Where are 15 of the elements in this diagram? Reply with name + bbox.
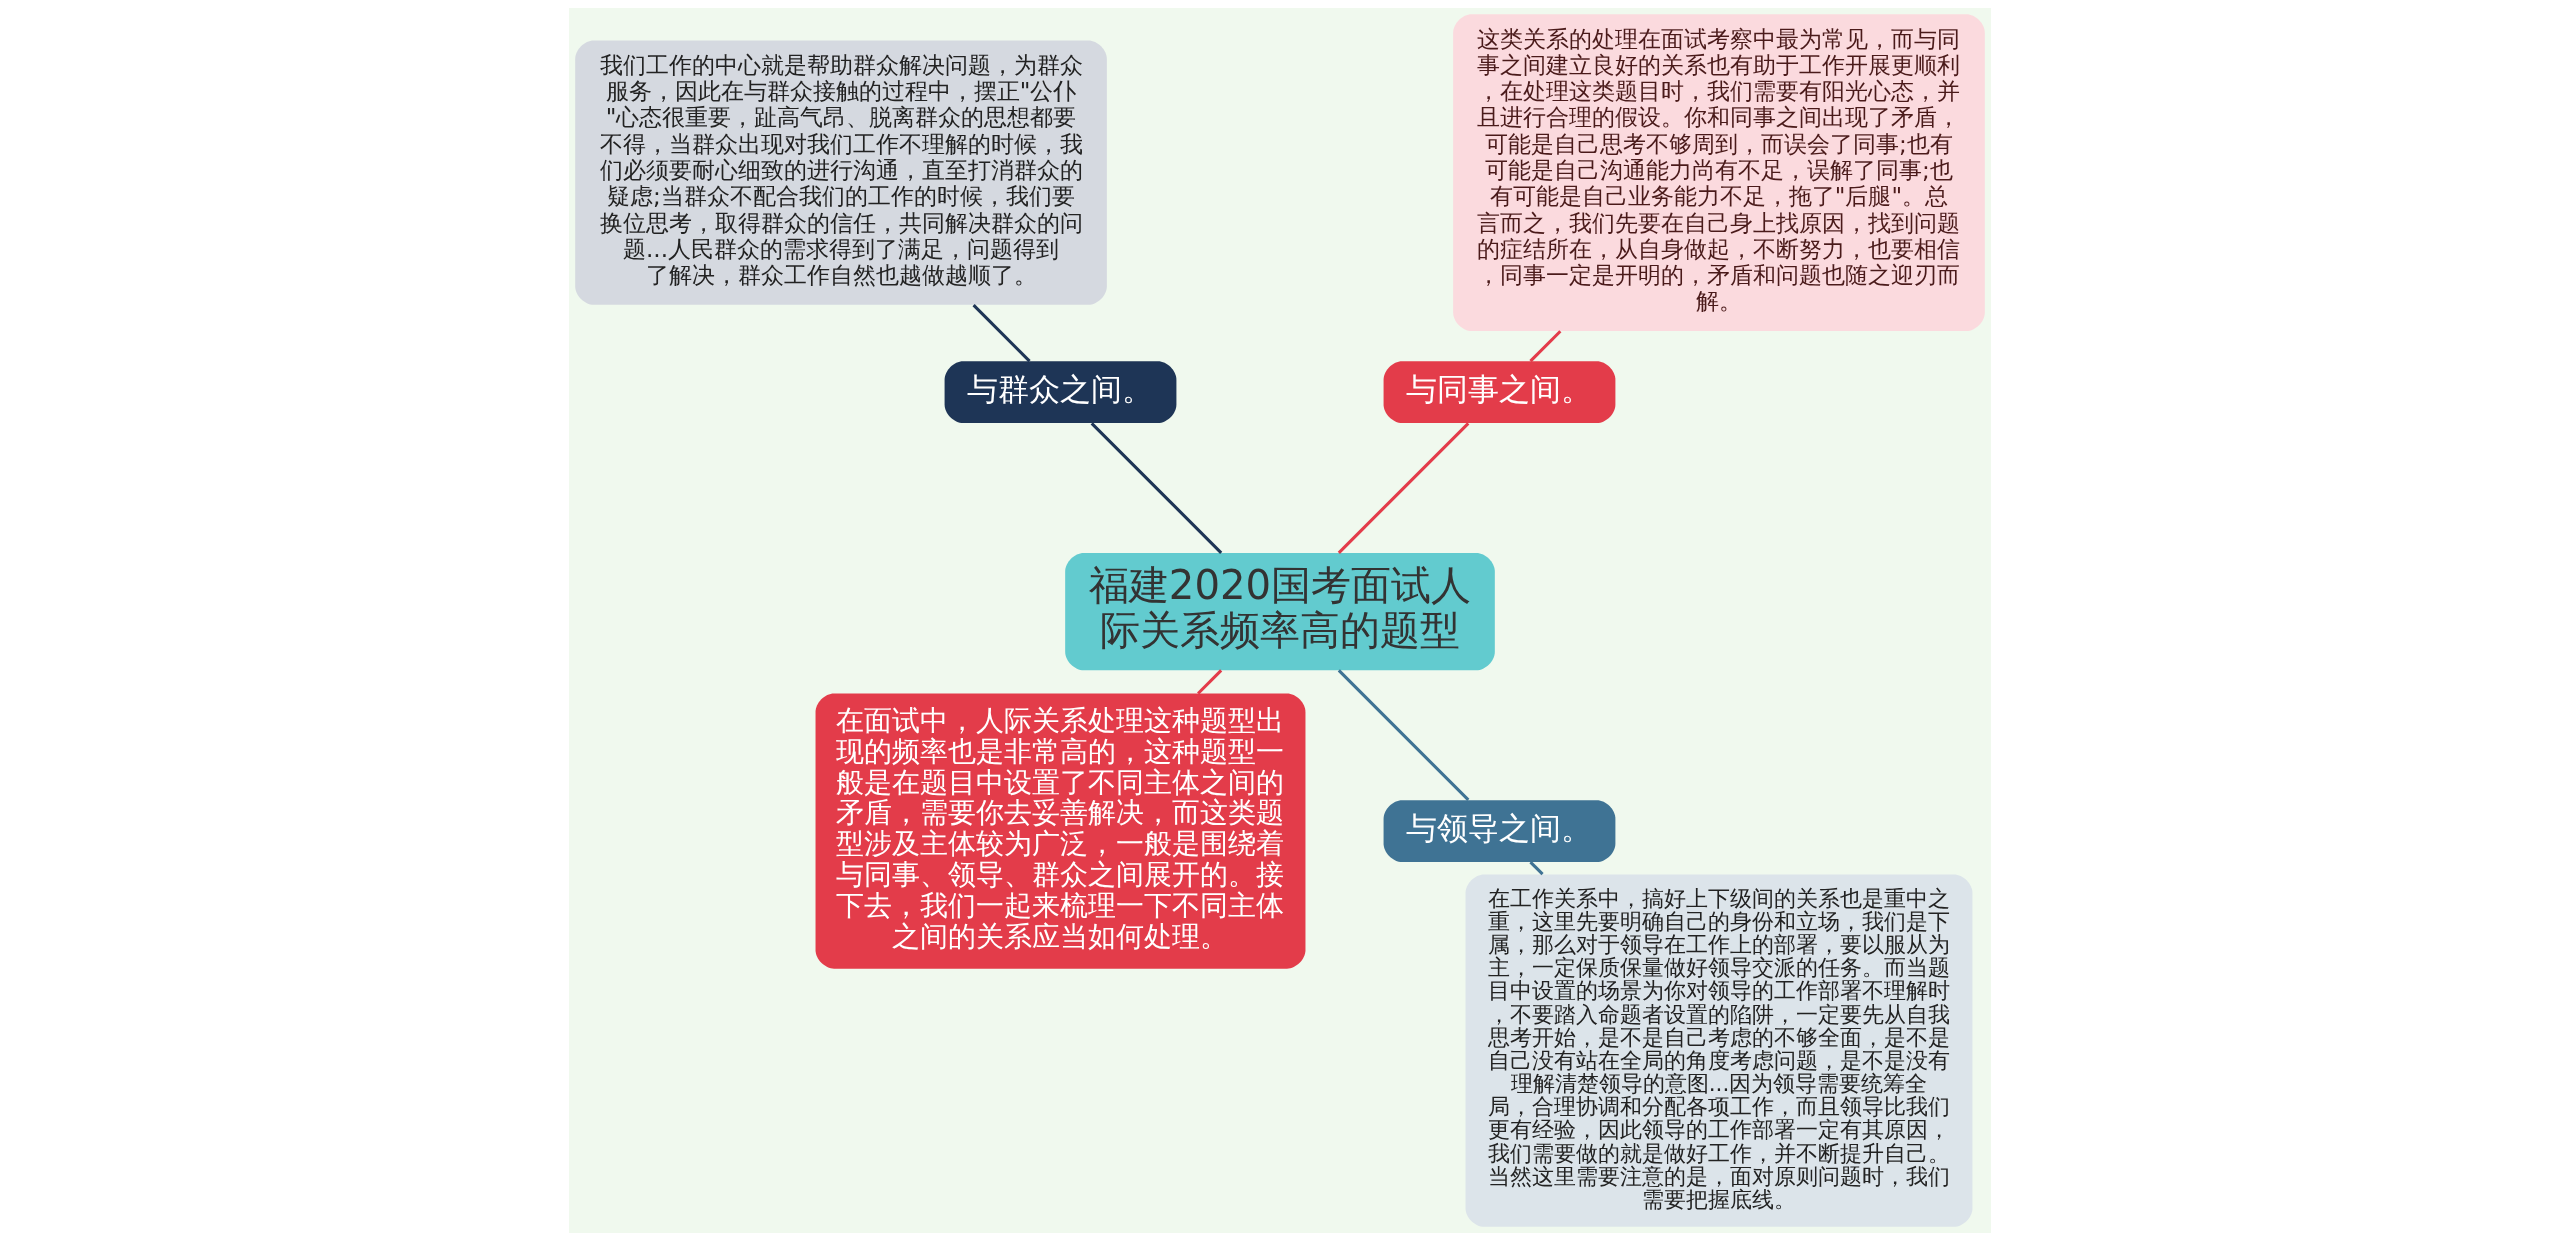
node-box: 与群众之间。 — [944, 361, 1177, 424]
connector — [1090, 422, 1223, 554]
node-box: 在面试中，人际关系处理这种题型出现的频率也是非常高的，这种题型一般是在题目中设置了不同主体之间的矛盾，需要你去妥善解决，而这类题型涉及主体较为广泛，一般是围绕着与同事、领导、群众之间展开的。接下去，我们一起来梳理一下不同主体之间的关系应当如何处理。 — [815, 693, 1306, 969]
node-box: 这类关系的处理在面试考察中最为常见，而与同事之间建立良好的关系也有助于工作开展更顺利，在处理这类题目时，我们需要有阳光心态，并且进行合理的假设。你和同事之间出现了矛盾，可能是自己思考不够周到，而误会了同事;也有可能是自己沟通能力尚有不足，误解了同事;也有可能是自己业务能力不足，拖了"后腿"。总言而之，我们先要在自己身上找原因，找到问题的症结所在，从自身做起，不断努力，也要相信，同事一定是开明的，矛盾和问题也随之迎刃而解。 — [1453, 14, 1985, 332]
connector — [1337, 422, 1470, 554]
node-box: 在工作关系中，搞好上下级间的关系也是重中之重，这里先要明确自己的身份和立场，我们是下属，那么对于领导在工作上的部署，要以服从为主，一定保质保量做好领导交派的任务。而当题目中设置的场景为你对领导的工作部署不理解时，不要踏入命题者设置的陷阱，一定要先从自我思考开始，是不是自己考虑的不够全面，是不是自己没有站在全局的角度考虑问题，是不是没有理解清楚领导的意图...因为领导需要统筹全局，合理协调和分配各项工作，而且领导比我们更有经验，因此领导的工作部署一定有其原因，我们需要做的就是做好工作，并不断提升自己。当然这里需要注意的是，面对原则问题时，我们需要把握底线。 — [1465, 874, 1973, 1227]
node-box: 福建2020国考面试人际关系频率高的题型 — [1065, 552, 1495, 671]
node-box: 与领导之间。 — [1383, 800, 1616, 862]
connector — [1337, 669, 1470, 801]
connector — [1197, 669, 1223, 695]
node-box: 我们工作的中心就是帮助群众解决问题，为群众服务，因此在与群众接触的过程中，摆正"公仆"心态很重要，趾高气昂、脱离群众的思想都要不得，当群众出现对我们工作不理解的时候，我们必须要耐心细致的进行沟通，直至打消群众的疑虑;当群众不配合我们的工作的时候，我们要换位思考，取得群众的信任，共同解决群众的问题...人民群众的需求得到了满足，问题得到了解决，群众工作自然也越做越顺了。 — [575, 40, 1107, 305]
connector — [1529, 330, 1562, 363]
connector — [972, 304, 1031, 363]
node-box: 与同事之间。 — [1383, 361, 1616, 424]
connector — [1529, 861, 1544, 876]
